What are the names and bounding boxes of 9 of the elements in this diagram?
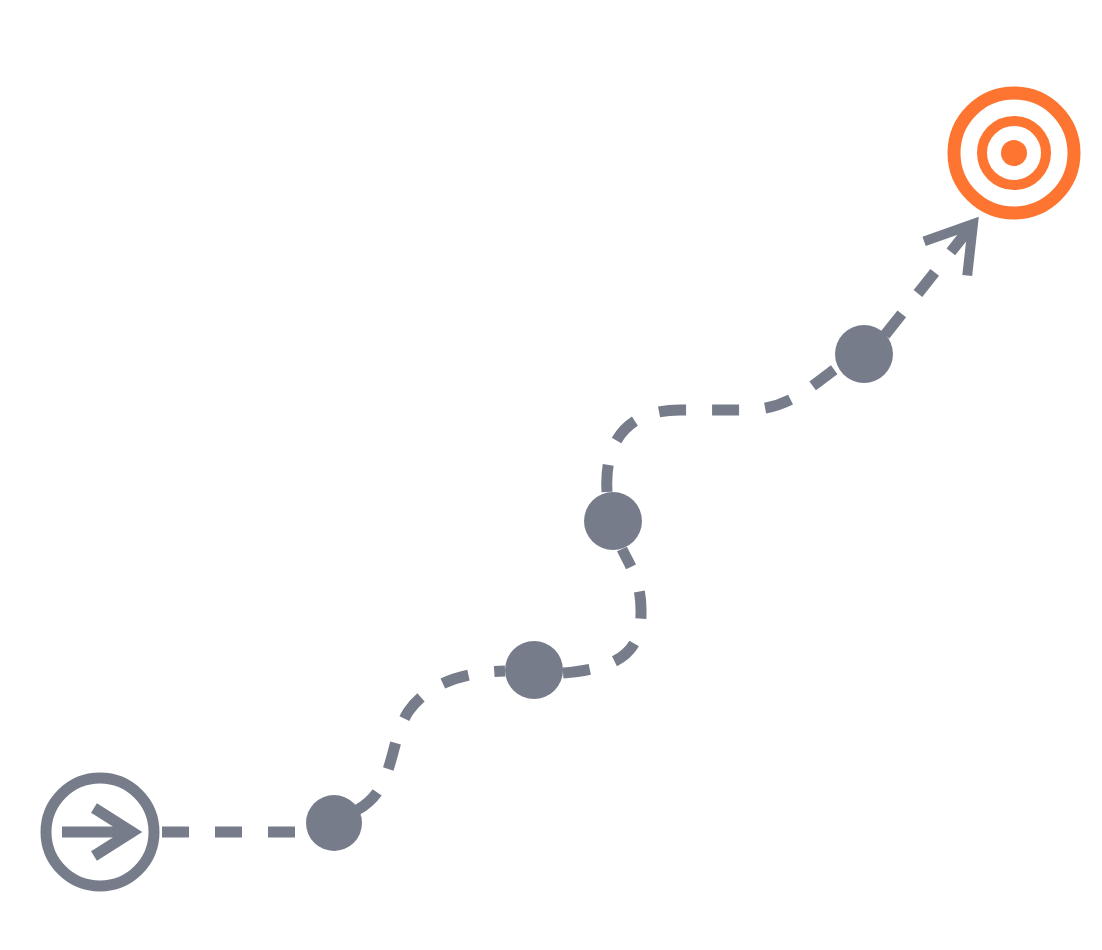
waypoint-dot bbox=[835, 325, 893, 383]
dashed-line bbox=[354, 665, 506, 815]
waypoint-dot bbox=[505, 641, 563, 699]
start-icon bbox=[40, 772, 160, 892]
dashed-line bbox=[562, 546, 647, 679]
waypoint-dot bbox=[584, 492, 642, 550]
target-icon bbox=[947, 86, 1081, 220]
arrow bbox=[880, 219, 978, 339]
waypoint-dot bbox=[306, 795, 362, 851]
